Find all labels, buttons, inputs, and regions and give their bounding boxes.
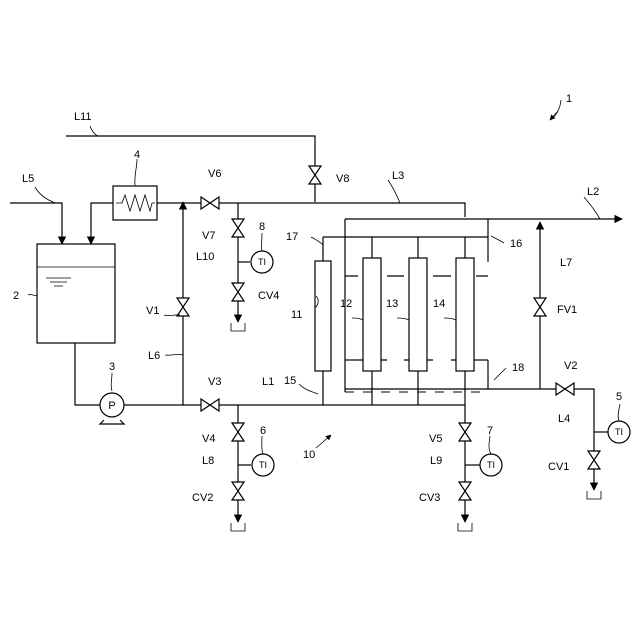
- ti-5-text: TI: [615, 427, 623, 437]
- valve-v5: [459, 423, 471, 441]
- valve-v2: [556, 383, 574, 395]
- valve-cv2: [232, 482, 244, 500]
- label-header18: 18: [512, 362, 524, 374]
- drain-l9: [458, 523, 472, 531]
- column-14: [456, 258, 474, 371]
- line-tank-to-pump: [75, 343, 100, 405]
- label-ti8: 8: [259, 221, 265, 233]
- valve-v1: [177, 298, 189, 316]
- valve-fv1: [534, 298, 546, 316]
- label-col14: 14: [433, 298, 445, 310]
- label-l5: L5: [22, 173, 34, 185]
- line-l5: [10, 203, 62, 244]
- label-v3: V3: [208, 376, 221, 388]
- tank-2: [37, 244, 115, 343]
- label-v6: V6: [208, 168, 221, 180]
- valve-v7: [232, 219, 244, 237]
- label-header17: 17: [286, 231, 298, 243]
- pump-symbol: P: [108, 400, 115, 412]
- zone-10-arrow: [316, 435, 331, 448]
- label-cv3: CV3: [419, 492, 440, 504]
- valve-v6: [201, 197, 219, 209]
- label-l8: L8: [202, 455, 214, 467]
- label-col13: 13: [386, 298, 398, 310]
- label-header15: 15: [284, 375, 296, 387]
- ti-8-text: TI: [258, 257, 266, 267]
- column-11: [315, 261, 331, 371]
- pump-3: P: [100, 393, 124, 424]
- label-v4: V4: [202, 433, 215, 445]
- label-v2: V2: [564, 360, 577, 372]
- label-l7: L7: [560, 257, 572, 269]
- label-cv2: CV2: [192, 492, 213, 504]
- drain-l8: [231, 523, 245, 531]
- label-cv1: CV1: [548, 461, 569, 473]
- valve-cv4: [232, 283, 244, 301]
- ti-7-text: TI: [487, 460, 495, 470]
- label-pump: 3: [109, 361, 115, 373]
- line-l3: [183, 203, 465, 217]
- label-v7: V7: [202, 230, 215, 242]
- label-v8: V8: [336, 173, 349, 185]
- label-l10: L10: [196, 251, 214, 263]
- column-13: [409, 258, 427, 371]
- label-tank: 2: [13, 290, 19, 302]
- valve-v8: [309, 166, 321, 184]
- valve-v4: [232, 423, 244, 441]
- label-l11: L11: [74, 111, 92, 123]
- line-l11: [66, 136, 315, 202]
- label-col12: 12: [340, 298, 352, 310]
- label-zone: 10: [303, 449, 315, 461]
- label-cv4: CV4: [258, 290, 279, 302]
- label-heater: 4: [134, 149, 140, 161]
- label-l4: L4: [558, 413, 570, 425]
- ti-6-text: TI: [259, 460, 267, 470]
- valve-cv3: [459, 482, 471, 500]
- valve-cv1: [588, 451, 600, 469]
- label-ti5: 5: [616, 391, 622, 403]
- label-l3: L3: [392, 170, 404, 182]
- system-1-arrow: [550, 111, 558, 120]
- label-l9: L9: [430, 455, 442, 467]
- valve-v3: [201, 399, 219, 411]
- label-system: 1: [566, 93, 572, 105]
- label-l2: L2: [587, 186, 599, 198]
- label-header16: 16: [510, 238, 522, 250]
- columns: [315, 258, 474, 371]
- valves: [177, 166, 600, 500]
- heater-4: [113, 186, 157, 220]
- column-12: [363, 258, 381, 371]
- drain-l4: [587, 491, 601, 499]
- line-heater-return: [91, 203, 113, 244]
- label-fv1: FV1: [557, 304, 577, 316]
- label-col11: 11: [291, 309, 302, 321]
- label-v5: V5: [429, 433, 442, 445]
- label-ti7: 7: [487, 425, 493, 437]
- label-ti6: 6: [260, 425, 266, 437]
- label-v1: V1: [146, 305, 159, 317]
- drain-l10: [231, 323, 245, 331]
- label-l6: L6: [148, 350, 160, 362]
- label-l1: L1: [262, 376, 274, 388]
